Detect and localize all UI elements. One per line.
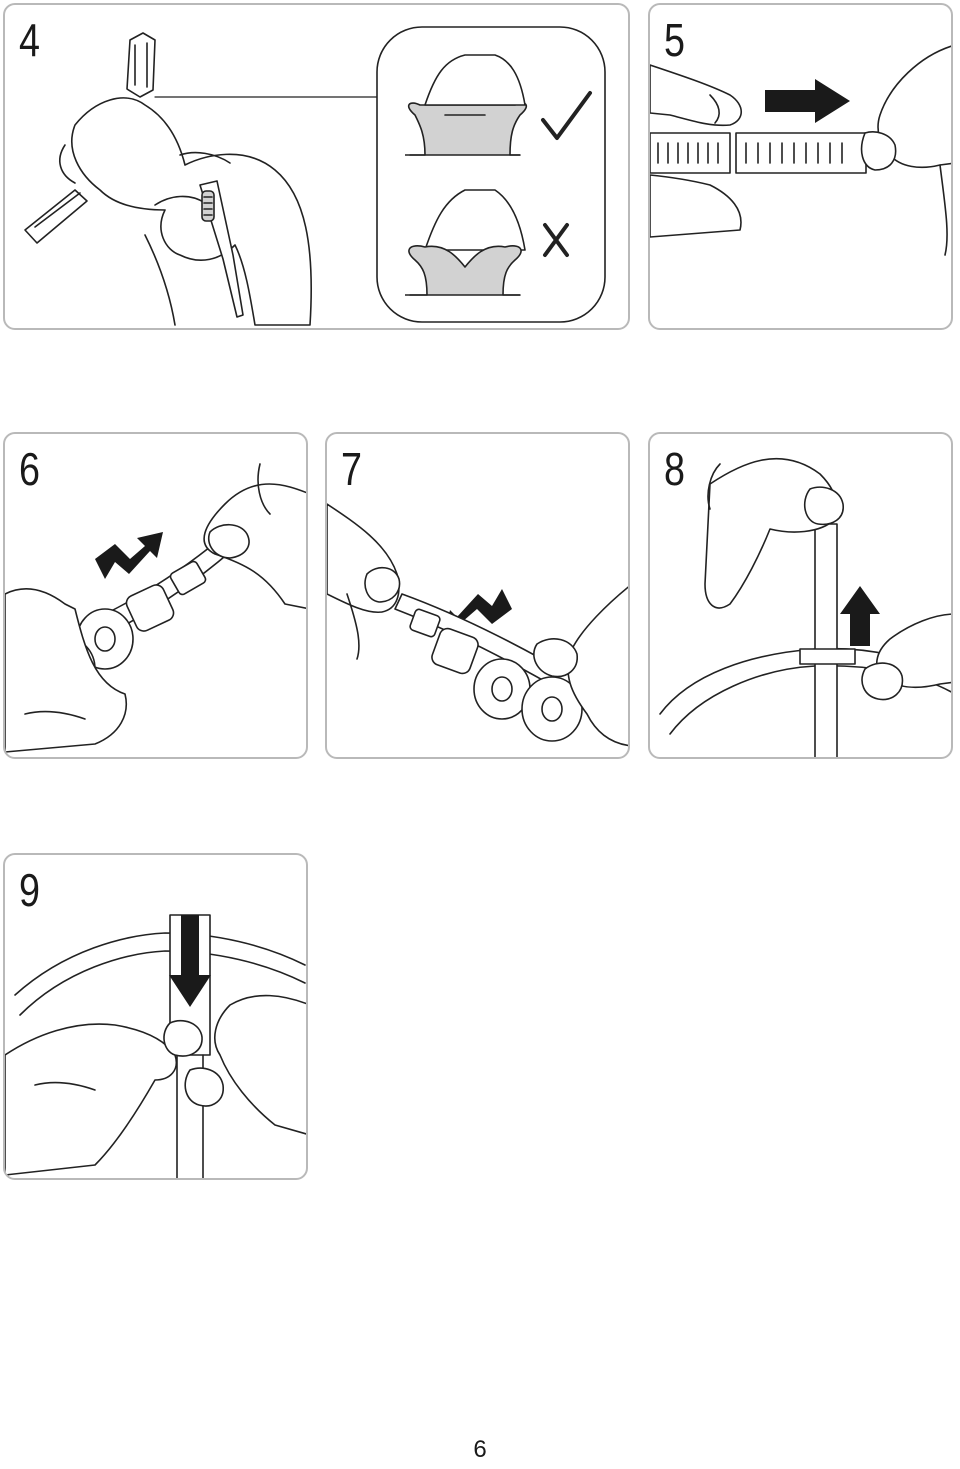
step-4-illustration xyxy=(24,26,606,326)
arrow-right-icon xyxy=(765,79,850,123)
step-7-number: 7 xyxy=(341,443,362,495)
step-6-number: 6 xyxy=(19,443,40,495)
step-9-illustration xyxy=(5,914,306,1178)
step-5-panel: 5 xyxy=(648,3,953,330)
step-6-panel: 6 xyxy=(3,432,308,759)
step-8-illustration xyxy=(659,458,951,757)
step-4-panel: 4 xyxy=(3,3,630,330)
arrow-down-icon xyxy=(169,915,211,1007)
step-7-panel: 7 xyxy=(325,432,630,759)
arrow-up-icon xyxy=(840,586,880,646)
step-4-number: 4 xyxy=(19,14,40,66)
step-5-number: 5 xyxy=(664,14,685,66)
step-9-number: 9 xyxy=(19,864,40,916)
step-8-panel: 8 xyxy=(648,432,953,759)
step-8-number: 8 xyxy=(664,443,685,495)
arrow-bent-up-right-icon xyxy=(95,532,163,579)
step-5-illustration xyxy=(650,45,951,256)
step-9-panel: 9 xyxy=(3,853,308,1180)
page-number: 6 xyxy=(473,1436,487,1463)
step-6-illustration xyxy=(5,463,306,753)
step-7-illustration xyxy=(327,503,628,747)
